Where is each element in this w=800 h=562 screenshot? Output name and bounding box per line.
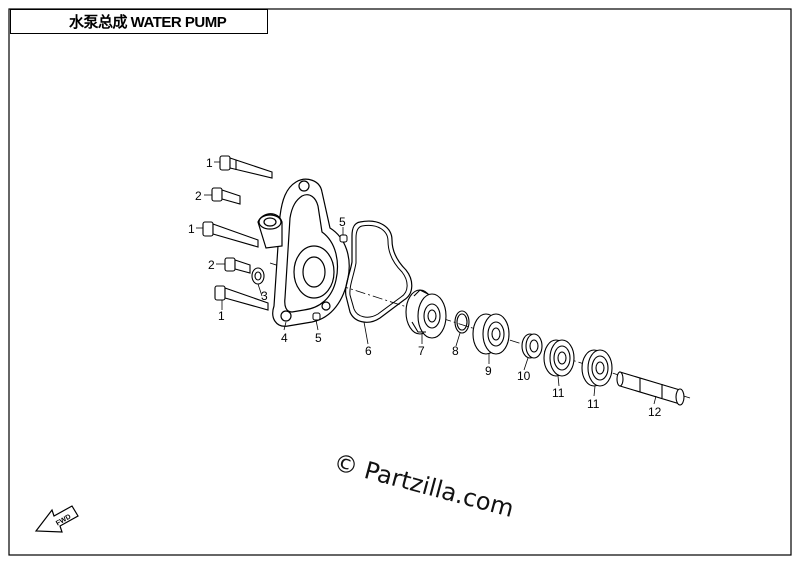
callout-9: 9 — [485, 364, 492, 378]
outer-border — [8, 8, 792, 556]
bolt-2-middle[interactable] — [224, 257, 251, 274]
fwd-arrow-icon: FWD — [34, 505, 79, 533]
callout-1: 1 — [218, 309, 225, 323]
bolt-1-bottom[interactable] — [214, 285, 269, 311]
callout-11: 11 — [552, 386, 565, 400]
leader-lines — [196, 161, 657, 405]
callout-5: 5 — [339, 215, 346, 229]
callout-11: 11 — [587, 397, 600, 411]
bolt-1-top[interactable] — [219, 155, 273, 179]
page-title: 水泵总成 WATER PUMP — [69, 14, 227, 31]
oil-seal-10[interactable] — [521, 333, 543, 359]
callout-12: 12 — [648, 405, 662, 419]
callout-6: 6 — [365, 344, 372, 358]
pump-cover-4[interactable] — [257, 178, 350, 327]
seal-9[interactable] — [472, 313, 510, 355]
bearing-11-right[interactable] — [581, 349, 613, 387]
washer-3[interactable] — [251, 267, 265, 285]
callout-1: 1 — [188, 222, 195, 236]
callout-3: 3 — [261, 289, 268, 303]
gasket-6-inner — [349, 224, 408, 318]
callout-1: 1 — [206, 156, 213, 170]
bolt-2-top[interactable] — [211, 187, 241, 205]
callout-8: 8 — [452, 344, 459, 358]
callout-4: 4 — [281, 331, 288, 345]
impeller-7[interactable] — [405, 289, 447, 339]
gasket-6[interactable] — [345, 220, 413, 323]
callout-7: 7 — [418, 344, 425, 358]
callout-2: 2 — [208, 258, 215, 272]
o-ring-8[interactable] — [454, 310, 470, 334]
shaft-12[interactable] — [616, 371, 685, 406]
callout-5: 5 — [315, 331, 322, 345]
callout-2: 2 — [195, 189, 202, 203]
dowel-pin-5-top[interactable] — [339, 234, 348, 243]
callout-labels: 1 2 1 2 3 1 4 5 5 6 7 8 9 10 11 11 12 — [188, 156, 662, 419]
title-box: 水泵总成 WATER PUMP — [10, 9, 268, 34]
dowel-pin-5-bottom[interactable] — [312, 312, 321, 321]
callout-10: 10 — [517, 369, 531, 383]
bearing-11-left[interactable] — [543, 339, 575, 377]
bolt-1-middle[interactable] — [202, 221, 259, 248]
